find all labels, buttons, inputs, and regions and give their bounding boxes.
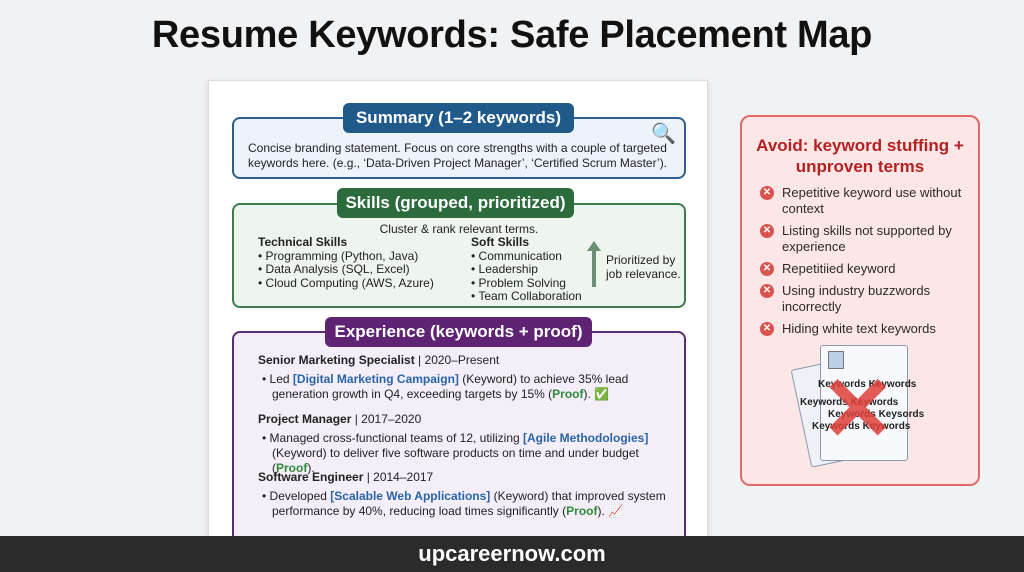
page-title: Resume Keywords: Safe Placement Map	[151, 14, 873, 56]
keyword: [Scalable Web Applications]	[330, 489, 491, 503]
list-item: Data Analysis (SQL, Excel)	[258, 262, 434, 277]
red-x-icon: ✕	[820, 360, 896, 460]
job-entry: Project Manager | 2017–2020 • Managed cr…	[258, 412, 678, 476]
magnifier-icon: 🔍	[651, 123, 676, 145]
avoid-item: ✕Using industry buzzwords incorrectly	[760, 283, 978, 315]
avoid-item: ✕Listing skills not supported by experie…	[760, 223, 978, 255]
skills-caption: Cluster & rank relevant terms.	[379, 222, 539, 236]
chart-icon: 📈	[608, 504, 624, 518]
soft-skills-title: Soft Skills	[471, 235, 530, 249]
job-bullet: • Managed cross-functional teams of 12, …	[262, 431, 649, 475]
footer-url: upcareernow.com	[0, 536, 1024, 572]
list-item: Team Collaboration	[471, 289, 581, 304]
avoid-heading: Avoid: keyword stuffing + unproven terms	[756, 136, 964, 176]
x-circle-icon: ✕	[760, 262, 774, 276]
arrow-up-icon	[587, 241, 601, 287]
job-entry: Software Engineer | 2014–2017 • Develope…	[258, 470, 678, 519]
x-circle-icon: ✕	[760, 224, 774, 238]
job-title: Senior Marketing Specialist	[258, 353, 415, 367]
x-circle-icon: ✕	[760, 186, 774, 200]
summary-heading: Summary (1–2 keywords)	[343, 103, 574, 133]
job-entry: Senior Marketing Specialist | 2020–Prese…	[258, 353, 678, 402]
job-dates: 2017–2020	[361, 412, 422, 426]
priority-note: Prioritized by job relevance.	[606, 253, 681, 281]
experience-section: Senior Marketing Specialist | 2020–Prese…	[232, 331, 686, 551]
skills-heading: Skills (grouped, prioritized)	[337, 188, 574, 218]
list-item: Problem Solving	[471, 276, 582, 291]
list-item: Cloud Computing (AWS, Azure)	[258, 276, 434, 291]
avoid-panel: Avoid: keyword stuffing + unproven terms…	[740, 115, 980, 486]
proof: Proof	[276, 461, 308, 475]
proof: Proof	[566, 504, 598, 518]
technical-skills-title: Technical Skills	[258, 235, 348, 249]
avoid-item: ✕Hiding white text keywords	[760, 321, 978, 337]
proof: Proof	[552, 387, 584, 401]
summary-text: Concise branding statement. Focus on cor…	[248, 141, 668, 170]
x-circle-icon: ✕	[760, 322, 774, 336]
job-bullet: • Developed [Scalable Web Applications] …	[262, 489, 666, 518]
list-item: Leadership	[471, 262, 582, 277]
keyword-stuffing-illustration: Keywords Keywords Keywords Keywords Keyw…	[790, 345, 925, 468]
keyword: [Agile Methodologies]	[523, 431, 649, 445]
x-circle-icon: ✕	[760, 284, 774, 298]
job-title: Software Engineer	[258, 470, 364, 484]
checkmark-icon: ✅	[594, 387, 610, 401]
list-item: Communication	[471, 249, 582, 264]
experience-heading: Experience (keywords + proof)	[325, 317, 592, 347]
job-title: Project Manager	[258, 412, 352, 426]
avatar-icon	[828, 351, 844, 369]
avoid-item: ✕Repetitive keyword use without context	[760, 185, 978, 217]
job-bullet: • Led [Digital Marketing Campaign] (Keyw…	[262, 372, 629, 401]
job-dates: 2020–Present	[424, 353, 500, 367]
list-item: Programming (Python, Java)	[258, 249, 434, 264]
keyword: [Digital Marketing Campaign]	[292, 372, 459, 386]
skills-section: Cluster & rank relevant terms. Technical…	[232, 203, 686, 308]
technical-skills: Technical Skills Programming (Python, Ja…	[258, 235, 434, 291]
avoid-item: ✕Repetitiied keyword	[760, 261, 978, 277]
soft-skills: Soft Skills Communication Leadership Pro…	[471, 235, 582, 304]
job-dates: 2014–2017	[373, 470, 434, 484]
